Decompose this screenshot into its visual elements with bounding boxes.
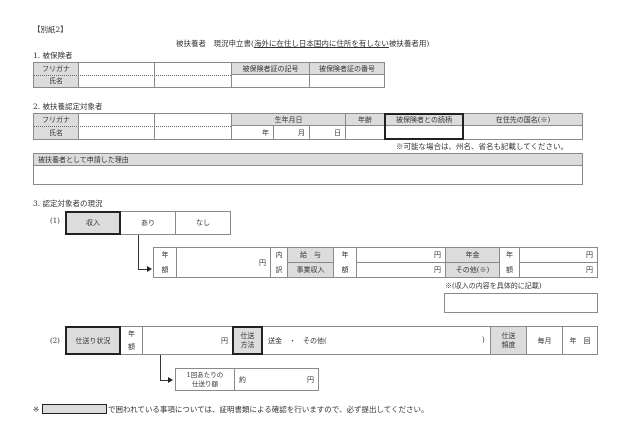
remittance-annual-label: 年 額 (128, 329, 135, 351)
country-label: 在住先の国名(※) (464, 114, 582, 125)
remittance-method-options[interactable]: 送金 ・ その他( (268, 336, 327, 345)
remittance-number: (2) (50, 337, 60, 345)
breakdown-label: 内 訳 (275, 250, 283, 274)
title-underlined: 海外に在住し日本国内に住所を有しない (253, 39, 389, 48)
birth-day-field[interactable]: 日 (334, 128, 341, 137)
section3-heading: 3. 認定対象者の現況 (33, 199, 103, 208)
income-yes-option[interactable]: あり (141, 219, 155, 227)
reason-input[interactable] (34, 166, 582, 184)
per-time-label: 1回あたりの 仕送り額 (186, 371, 224, 388)
furigana-label: フリガナ (34, 114, 78, 126)
name-label: 氏名 (34, 126, 78, 139)
remittance-frequency-label: 仕送 頻度 (491, 327, 526, 354)
business-label: 事業収入 (288, 263, 333, 277)
country-input[interactable] (464, 126, 582, 139)
furigana-input-2[interactable] (155, 114, 230, 126)
annual-label-2: 年 額 (341, 250, 349, 274)
arrow-icon (147, 266, 152, 272)
frequency-monthly-option[interactable]: 毎月 (537, 336, 552, 345)
pension-label: 年金 (446, 248, 499, 262)
frequency-yearly-input[interactable]: 年 回 (569, 336, 591, 345)
connector-line (138, 235, 139, 270)
business-input[interactable]: 円 (434, 266, 441, 274)
annual-total-input[interactable]: 円 (259, 258, 266, 267)
age-input[interactable] (346, 126, 384, 139)
income-no-option[interactable]: なし (196, 219, 210, 227)
name-input-2[interactable] (155, 127, 230, 139)
country-note: ※可能な場合は、州名、省名も記載してください。 (396, 142, 569, 151)
income-label: 収入 (65, 211, 121, 235)
other-income-input[interactable]: 円 (586, 266, 593, 274)
reason-box: 被扶養者として申請した理由 (33, 153, 583, 185)
method-close-paren: ) (482, 336, 485, 344)
other-income-detail-input[interactable] (444, 293, 598, 313)
annual-label: 年 額 (161, 250, 169, 274)
title-suffix: 被扶養者用) (388, 39, 430, 48)
title-prefix: 被扶養者 現況申立書( (176, 39, 254, 48)
page-title: 被扶養者 現況申立書(海外に在住し日本国内に住所を有しない被扶養者用) (176, 40, 429, 48)
remittance-label: 仕送り状況 (65, 326, 121, 355)
name-input-1[interactable] (79, 76, 154, 87)
birth-year-field[interactable]: 年 (262, 128, 269, 137)
per-time-table: 1回あたりの 仕送り額 約 円 (175, 368, 319, 391)
furigana-input-2[interactable] (155, 63, 230, 75)
footer-note: で囲われている事項については、証明書類による確認を行いますので、必ず提出してくだ… (108, 405, 429, 414)
birthdate-label: 生年月日 (232, 114, 345, 125)
other-label: その他(※) (446, 263, 499, 277)
legend-swatch (42, 404, 107, 414)
attachment-label: 【別紙2】 (33, 25, 68, 34)
name-label: 氏名 (34, 75, 78, 87)
insurance-number-input[interactable] (310, 75, 384, 87)
furigana-input-1[interactable] (79, 114, 154, 126)
insurance-symbol-input[interactable] (232, 75, 309, 87)
name-input-1[interactable] (79, 127, 154, 139)
furigana-label: フリガナ (34, 63, 78, 75)
arrow-icon-2 (168, 377, 173, 383)
relationship-label: 被保険者との続柄 (385, 114, 463, 125)
income-number: (1) (50, 217, 60, 225)
per-time-input[interactable]: 約 円 (239, 375, 314, 384)
age-label: 年齢 (346, 114, 384, 125)
pension-input[interactable]: 円 (586, 251, 593, 259)
reason-label: 被扶養者として申請した理由 (34, 154, 582, 165)
remittance-method-label: 仕送 方法 (232, 326, 263, 355)
other-income-note: ※(収入の内容を具体的に記載) (445, 282, 542, 290)
name-input-2[interactable] (155, 76, 230, 87)
insured-person-table: フリガナ 氏名 被保険者証の記号 被保険者証の番号 (33, 62, 385, 88)
salary-label: 給 与 (288, 248, 333, 262)
furigana-input-1[interactable] (79, 63, 154, 75)
section2-heading: 2. 被扶養認定対象者 (33, 102, 103, 111)
insurance-number-label: 被保険者証の番号 (310, 63, 384, 74)
footer-note-mark: ※ (33, 405, 40, 414)
insurance-symbol-label: 被保険者証の記号 (232, 63, 309, 74)
section1-heading: 1. 被保険者 (33, 51, 73, 60)
annual-label-3: 年 額 (506, 250, 513, 274)
income-detail-table: 年 額 円 内 訳 給 与 事業収入 年 額 円 円 年金 その他(※) 年 額… (153, 247, 598, 278)
salary-input[interactable]: 円 (434, 251, 441, 259)
birth-month-field[interactable]: 月 (298, 128, 305, 137)
relationship-highlight (384, 113, 464, 140)
dependent-table: フリガナ 氏名 生年月日 年 月 日 年齢 被保険者との続柄 在住先の国名(※) (33, 113, 583, 140)
remittance-annual-input[interactable]: 円 (221, 336, 228, 345)
connector-line-2 (160, 355, 161, 380)
